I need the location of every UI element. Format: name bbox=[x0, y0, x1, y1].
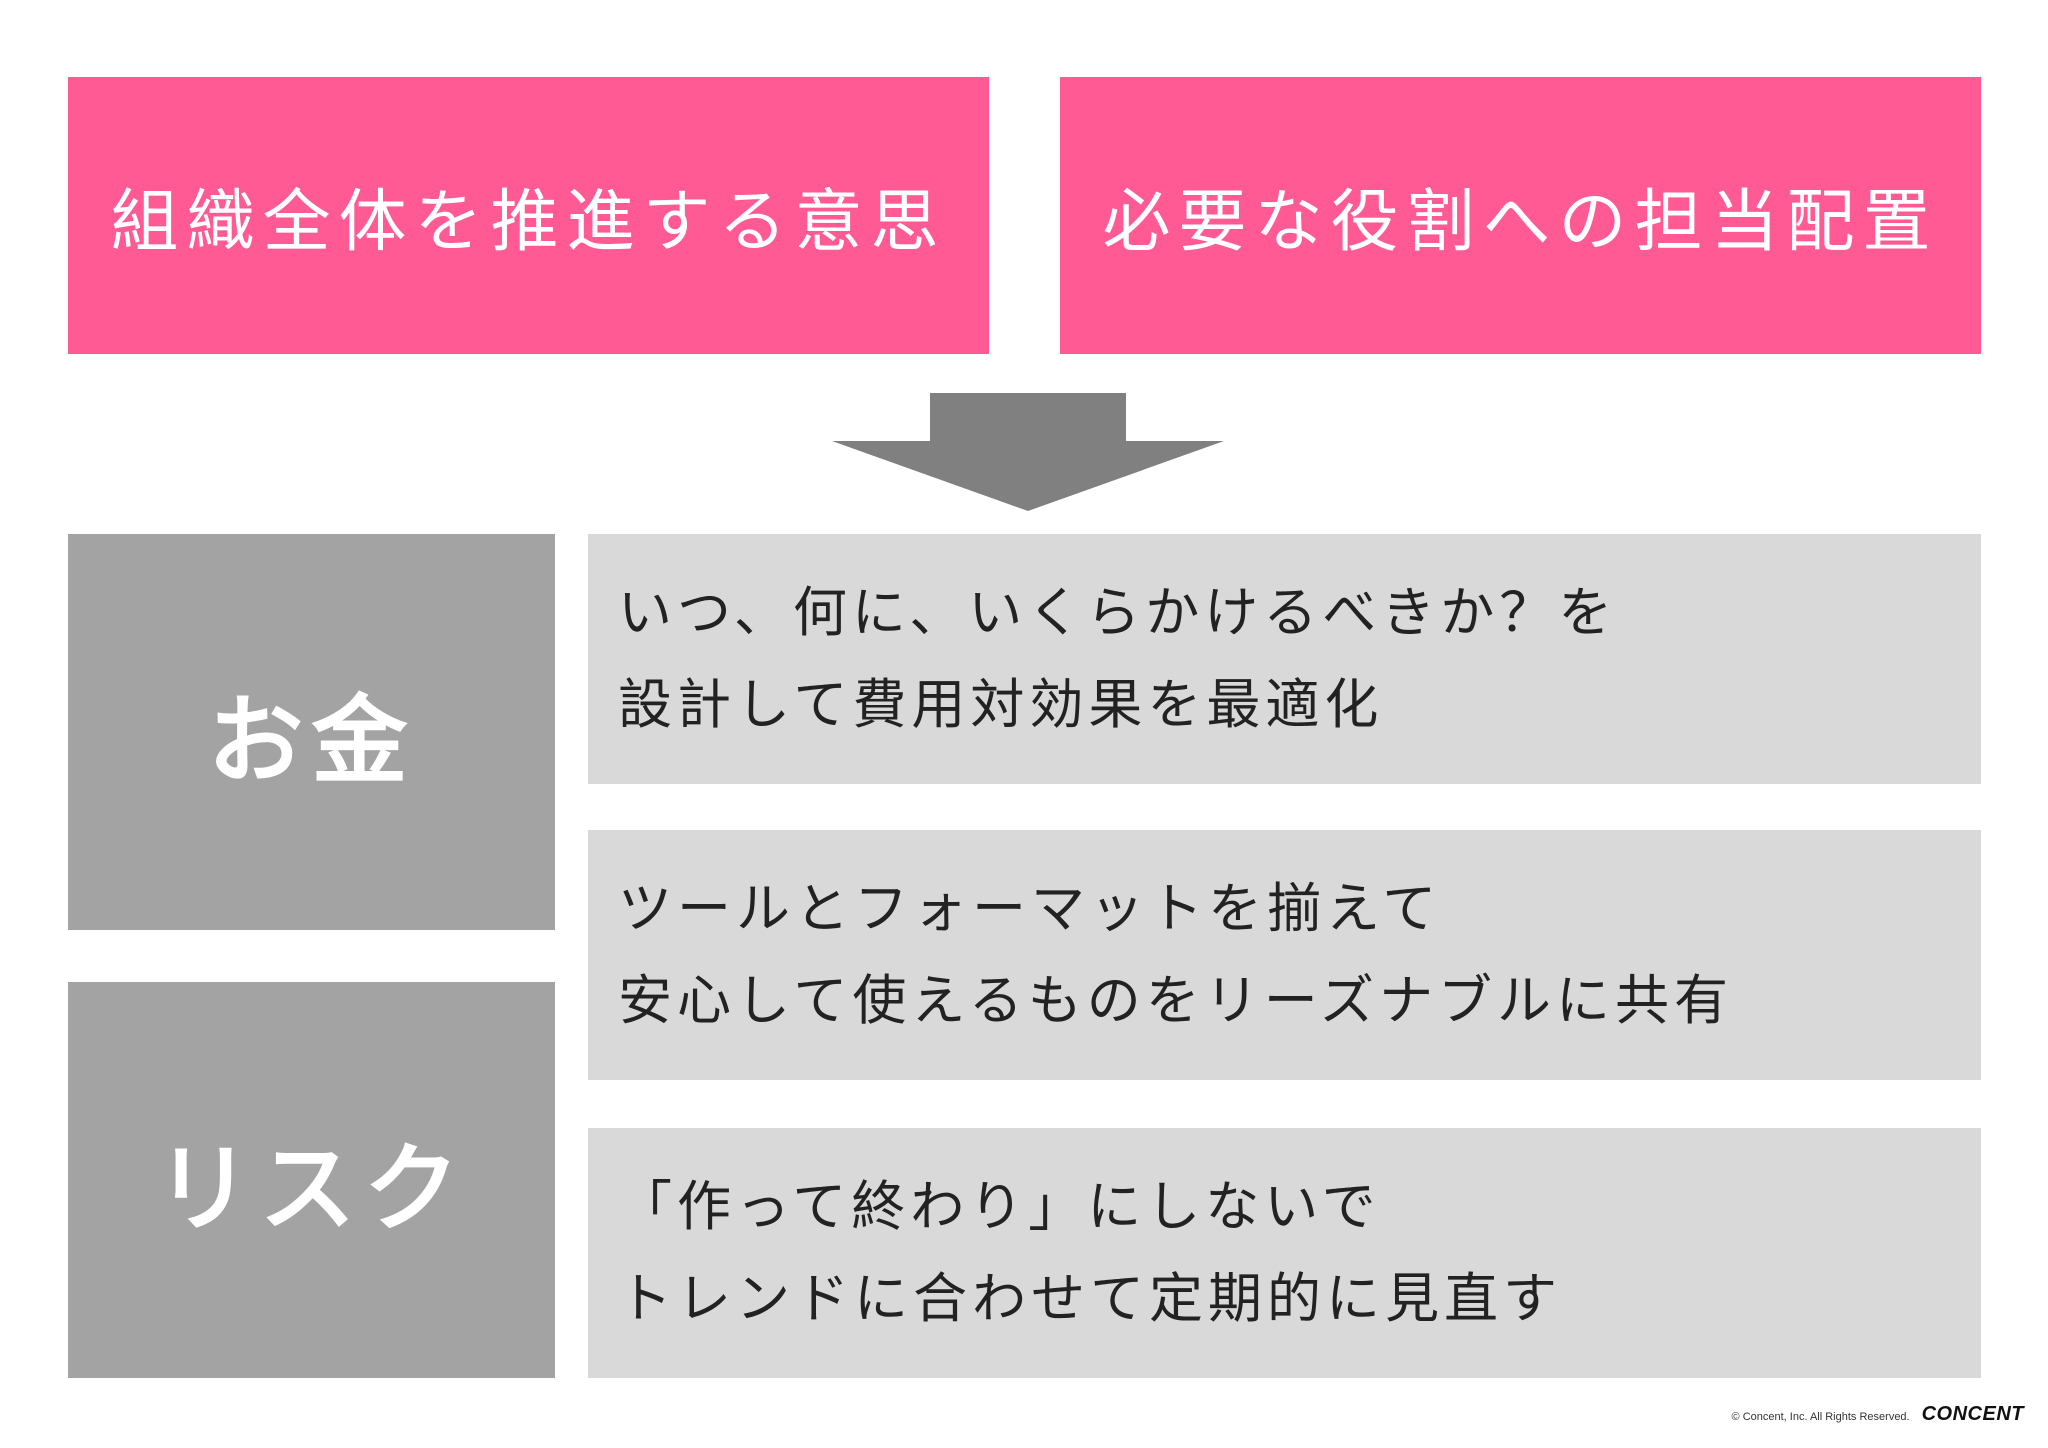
top-box-will: 組織全体を推進する意思 bbox=[68, 77, 989, 354]
top-box-will-label: 組織全体を推進する意思 bbox=[110, 183, 947, 262]
item-tool-sharing: ツールとフォーマットを揃えて 安心して使えるものをリーズナブルに共有 bbox=[588, 830, 1981, 1080]
item-periodic-review-line-1: 「作って終わり」にしないで bbox=[618, 1175, 1381, 1238]
top-box-assignment-label: 必要な役割への担当配置 bbox=[1102, 183, 1939, 262]
category-risk-label: リスク bbox=[155, 1132, 468, 1245]
category-risk: リスク bbox=[68, 982, 555, 1378]
item-tool-sharing-line-1: ツールとフォーマットを揃えて bbox=[618, 877, 1442, 940]
item-cost-design-line-2: 設計して費用対効果を最適化 bbox=[618, 673, 1384, 736]
down-arrow-shape bbox=[832, 393, 1224, 511]
item-periodic-review-line-2: トレンドに合わせて定期的に見直す bbox=[618, 1267, 1562, 1330]
category-money-label: お金 bbox=[207, 684, 416, 797]
concent-logo: CONCENT bbox=[1921, 1403, 2024, 1425]
item-cost-design-line-1: いつ、何に、いくらかけるべきか？を bbox=[618, 581, 1618, 644]
item-tool-sharing-line-2: 安心して使えるものをリーズナブルに共有 bbox=[618, 969, 1734, 1032]
footer: © Concent, Inc. All Rights Reserved. CON… bbox=[1732, 1403, 2024, 1426]
item-cost-design: いつ、何に、いくらかけるべきか？を 設計して費用対効果を最適化 bbox=[588, 534, 1981, 784]
top-box-assignment: 必要な役割への担当配置 bbox=[1060, 77, 1981, 354]
copyright-text: © Concent, Inc. All Rights Reserved. bbox=[1731, 1411, 1910, 1423]
category-money: お金 bbox=[68, 534, 555, 930]
item-periodic-review: 「作って終わり」にしないで トレンドに合わせて定期的に見直す bbox=[588, 1128, 1981, 1378]
down-arrow-icon bbox=[832, 393, 1224, 511]
